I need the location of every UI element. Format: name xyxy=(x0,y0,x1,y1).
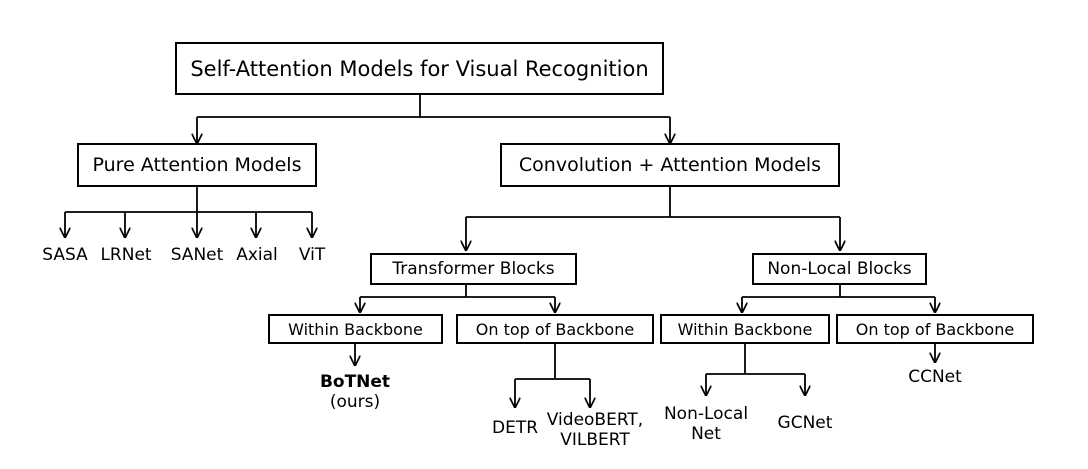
nonlocal-blocks-box: Non-Local Blocks xyxy=(752,253,927,285)
nonlocal-ontop-backbone-box: On top of Backbone xyxy=(836,314,1034,344)
videobert-label: VideoBERT, xyxy=(546,410,644,430)
model-vit: ViT xyxy=(298,245,326,265)
leaf-detr: DETR xyxy=(491,418,539,438)
conv-attention-label: Convolution + Attention Models xyxy=(518,154,822,176)
transformer-blocks-label: Transformer Blocks xyxy=(392,259,555,279)
transformer-within-backbone-label: Within Backbone xyxy=(288,319,423,339)
nonlocal-ontop-backbone-label: On top of Backbone xyxy=(855,319,1015,339)
conv-connector xyxy=(466,187,840,218)
leaf-nonlocal-net: Non-Local Net xyxy=(654,404,758,444)
nonlocal-blocks-label: Non-Local Blocks xyxy=(767,259,912,279)
pure-attention-label: Pure Attention Models xyxy=(92,154,302,176)
nonlocal-net-label-1: Non-Local xyxy=(663,404,749,424)
leaf-ccnet: CCNet xyxy=(908,367,962,387)
nonlocal-within-backbone-label: Within Backbone xyxy=(677,319,813,339)
botnet-label: BoTNet xyxy=(319,372,391,392)
transformer-ontop-backbone-box: On top of Backbone xyxy=(456,314,654,344)
transformer-within-backbone-box: Within Backbone xyxy=(268,314,443,344)
transformer-connector xyxy=(360,285,555,298)
model-axial: Axial xyxy=(236,245,278,265)
botnet-note: (ours) xyxy=(329,392,381,412)
title-connector xyxy=(197,95,670,118)
transformer-ontop-backbone-label: On top of Backbone xyxy=(475,319,635,339)
leaf-gcnet: GCNet xyxy=(777,413,833,433)
nonlocal-connector xyxy=(742,285,935,298)
model-sasa: SASA xyxy=(42,245,88,265)
transformer-blocks-box: Transformer Blocks xyxy=(370,253,577,285)
n-within-connector xyxy=(706,344,805,375)
model-sanet: SANet xyxy=(170,245,224,265)
model-lrnet: LRNet xyxy=(100,245,152,265)
t-ontop-connector xyxy=(515,344,590,380)
nonlocal-net-label-2: Net xyxy=(691,424,721,444)
conv-attention-box: Convolution + Attention Models xyxy=(500,143,840,187)
leaf-videobert: VideoBERT, VILBERT xyxy=(540,410,650,450)
leaf-botnet: BoTNet (ours) xyxy=(310,372,400,412)
pure-attention-box: Pure Attention Models xyxy=(77,143,317,187)
pure-connector xyxy=(65,187,312,213)
nonlocal-within-backbone-box: Within Backbone xyxy=(660,314,830,344)
vilbert-label: VILBERT xyxy=(560,430,630,450)
title-label: Self-Attention Models for Visual Recogni… xyxy=(190,56,649,81)
title-box: Self-Attention Models for Visual Recogni… xyxy=(175,42,664,95)
